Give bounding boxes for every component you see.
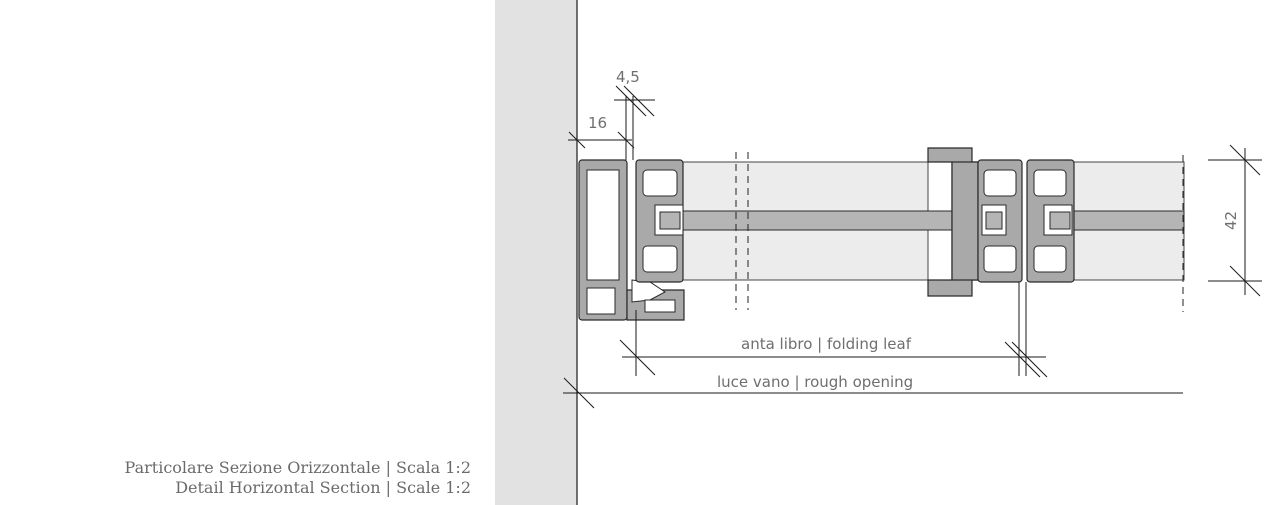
- wall-frame-profile: [578, 159, 685, 321]
- wall-section: [495, 0, 577, 505]
- caption-english: Detail Horizontal Section | Scale 1:2: [175, 478, 471, 497]
- dimension-4-5-label: 4,5: [616, 68, 640, 86]
- break-lines: [735, 152, 1184, 312]
- folding-leaf-label: anta libro | folding leaf: [741, 335, 912, 353]
- dimension-42-label: 42: [1222, 211, 1240, 230]
- dimension-4-5: 4,5: [614, 68, 655, 160]
- left-sash-profile: [635, 159, 684, 283]
- dimension-folding-leaf: anta libro | folding leaf: [619, 282, 1048, 378]
- glass-pane-strips: [659, 210, 1185, 231]
- rough-opening-label: luce vano | rough opening: [717, 373, 913, 391]
- caption-italian: Particolare Sezione Orizzontale | Scala …: [124, 458, 471, 477]
- dimension-16: 16: [568, 114, 635, 160]
- dimension-16-label: 16: [588, 114, 607, 132]
- dimension-42: 42: [1208, 144, 1262, 297]
- dimension-rough-opening: luce vano | rough opening: [563, 373, 1183, 409]
- middle-sash-profile: [977, 159, 1023, 283]
- right-sash-profile: [1026, 159, 1075, 283]
